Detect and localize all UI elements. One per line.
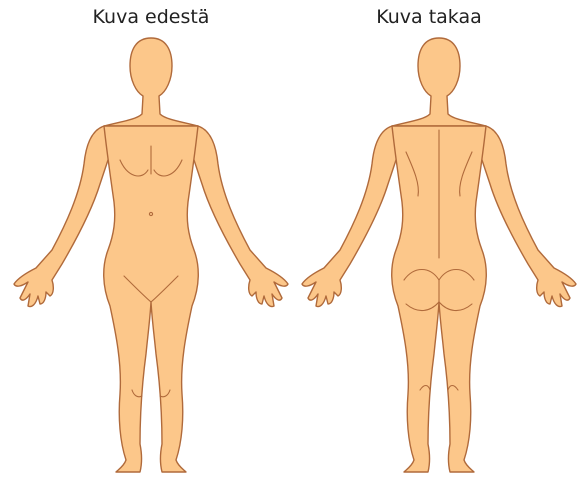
arm-left (14, 126, 110, 307)
back-view-label: Kuva takaa (376, 6, 482, 28)
arm-right (480, 126, 576, 307)
back-view-figure (294, 34, 578, 474)
arm-right (192, 126, 288, 307)
torso-legs (104, 126, 199, 472)
head (104, 38, 198, 126)
arm-left (302, 126, 398, 307)
head (392, 38, 486, 126)
front-view-label: Kuva edestä (93, 6, 210, 28)
front-view-figure (6, 34, 292, 474)
